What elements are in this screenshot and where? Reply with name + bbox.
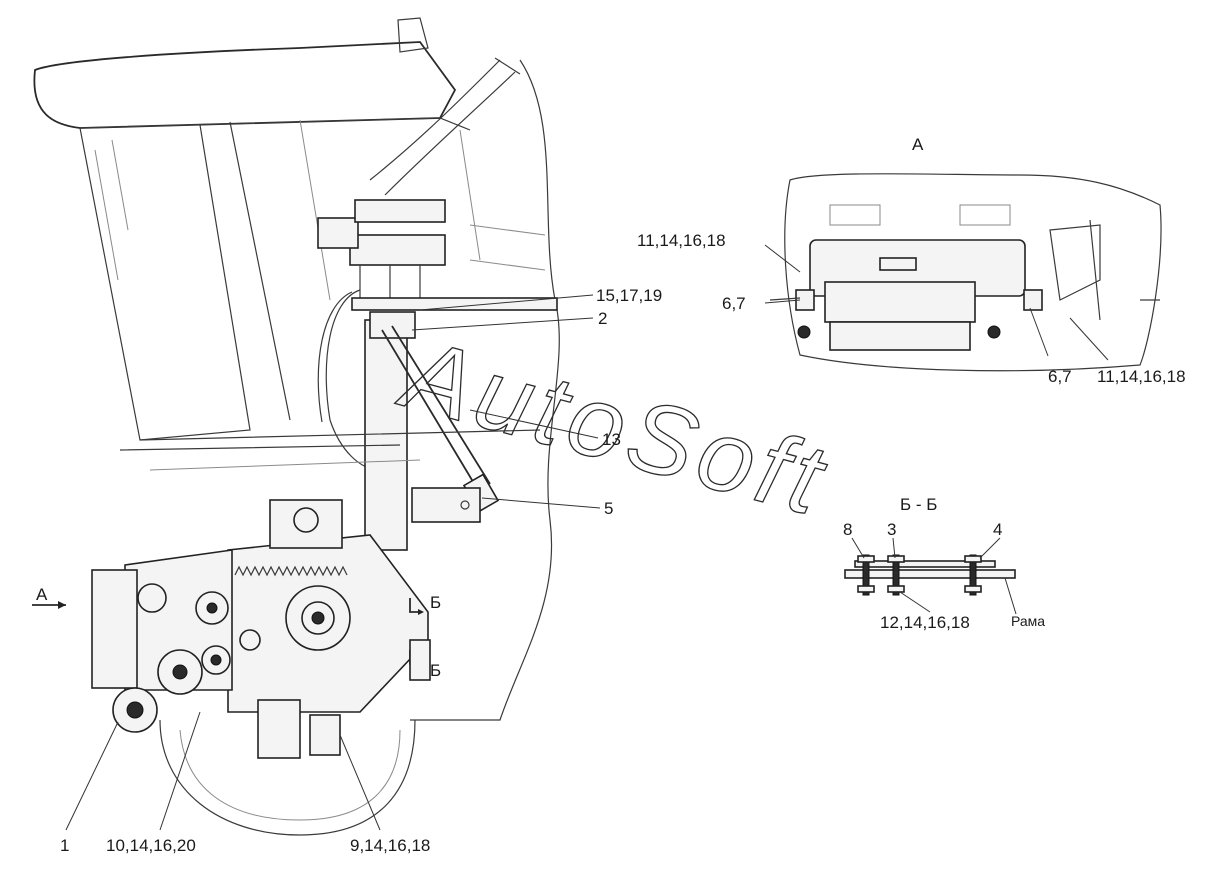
mount-bracket <box>411 487 481 523</box>
cut-mark-lower: Б <box>430 661 441 680</box>
callout-2: 2 <box>598 309 607 328</box>
section-bb <box>844 537 1017 615</box>
callout-9-14-16-18: 9,14,16,18 <box>350 836 430 855</box>
frame-label: Рама <box>1011 613 1045 629</box>
exhaust-pipe <box>397 17 429 53</box>
cab-roof <box>33 41 457 129</box>
cut-mark-upper: Б <box>430 593 441 612</box>
curved-hose <box>369 57 521 196</box>
section-bb-title: Б - Б <box>900 495 937 514</box>
section-callout-fasteners: 12,14,16,18 <box>880 613 970 632</box>
view-a-outline <box>784 173 1162 372</box>
callout-10-14-16-20: 10,14,16,20 <box>106 836 196 855</box>
side-plate <box>91 569 138 689</box>
tension-spring <box>234 565 348 577</box>
section-callout-3: 3 <box>887 520 896 539</box>
callout-13: 13 <box>602 430 621 449</box>
callout-5: 5 <box>604 499 613 518</box>
main-view <box>32 17 560 836</box>
view-a <box>769 173 1162 372</box>
view-a-callout-11-right: 11,14,16,18 <box>1097 367 1186 386</box>
callout-15-17-19: 15,17,19 <box>596 286 662 305</box>
view-a-title: А <box>912 135 924 154</box>
callout-1: 1 <box>60 836 69 855</box>
section-callout-8: 8 <box>843 520 852 539</box>
frame-plate <box>844 569 1016 579</box>
view-a-arrow-label: А <box>36 585 48 604</box>
view-a-callout-11-left: 11,14,16,18 <box>637 231 726 250</box>
horizontal-bar <box>351 297 558 311</box>
view-a-leaders <box>764 244 1109 361</box>
wheel <box>159 719 416 836</box>
vertical-column <box>364 319 408 551</box>
view-a-callout-6-7-left: 6,7 <box>722 294 746 313</box>
view-a-callout-6-7-right: 6,7 <box>1048 367 1072 386</box>
section-callout-4: 4 <box>993 520 1002 539</box>
labels: А А 15,17,19 2 13 5 1 10,14,16,20 9,14,1… <box>36 135 1186 855</box>
main-leaders <box>65 294 601 831</box>
diagonal-strut <box>381 325 491 491</box>
machine-outline <box>410 59 560 721</box>
